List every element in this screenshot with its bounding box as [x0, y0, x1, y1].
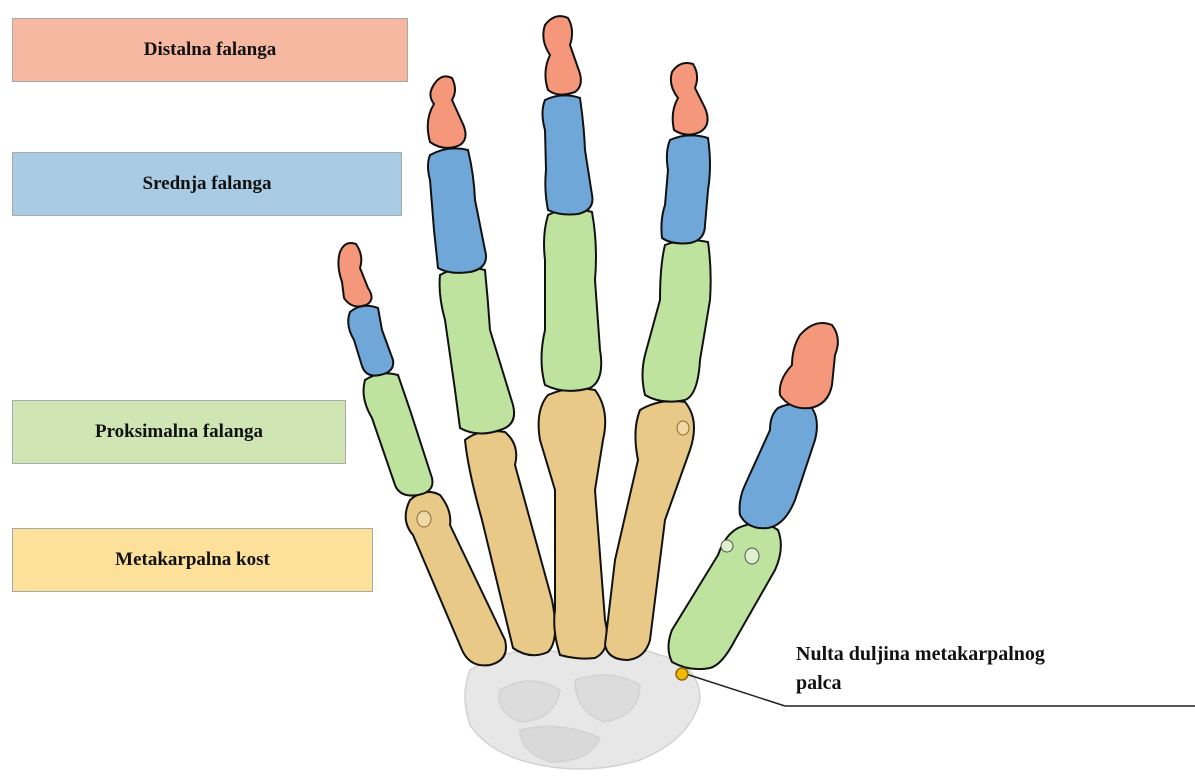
ring-middle [428, 148, 486, 273]
finger-index [605, 63, 711, 660]
middle-distal [543, 16, 581, 94]
callout-line-2: palca [796, 669, 1156, 698]
thumb-distal [780, 323, 838, 408]
callout-label: Nulta duljina metakarpalnog palca [796, 640, 1156, 698]
zero-length-marker [676, 668, 688, 680]
thumb-middle [740, 404, 817, 528]
middle-middle [543, 95, 593, 214]
little-proximal [364, 373, 433, 495]
middle-proximal [542, 209, 602, 391]
index-proximal [643, 240, 711, 402]
carpal-bones [465, 648, 700, 770]
ring-proximal [440, 268, 515, 434]
callout-line-1: Nulta duljina metakarpalnog [796, 640, 1156, 669]
ring-distal [428, 76, 466, 148]
index-middle [661, 135, 710, 243]
little-distal [338, 243, 371, 306]
index-distal [671, 63, 708, 135]
little-middle [348, 306, 393, 376]
callout-leader-line [686, 674, 785, 706]
finger-middle [539, 16, 607, 658]
